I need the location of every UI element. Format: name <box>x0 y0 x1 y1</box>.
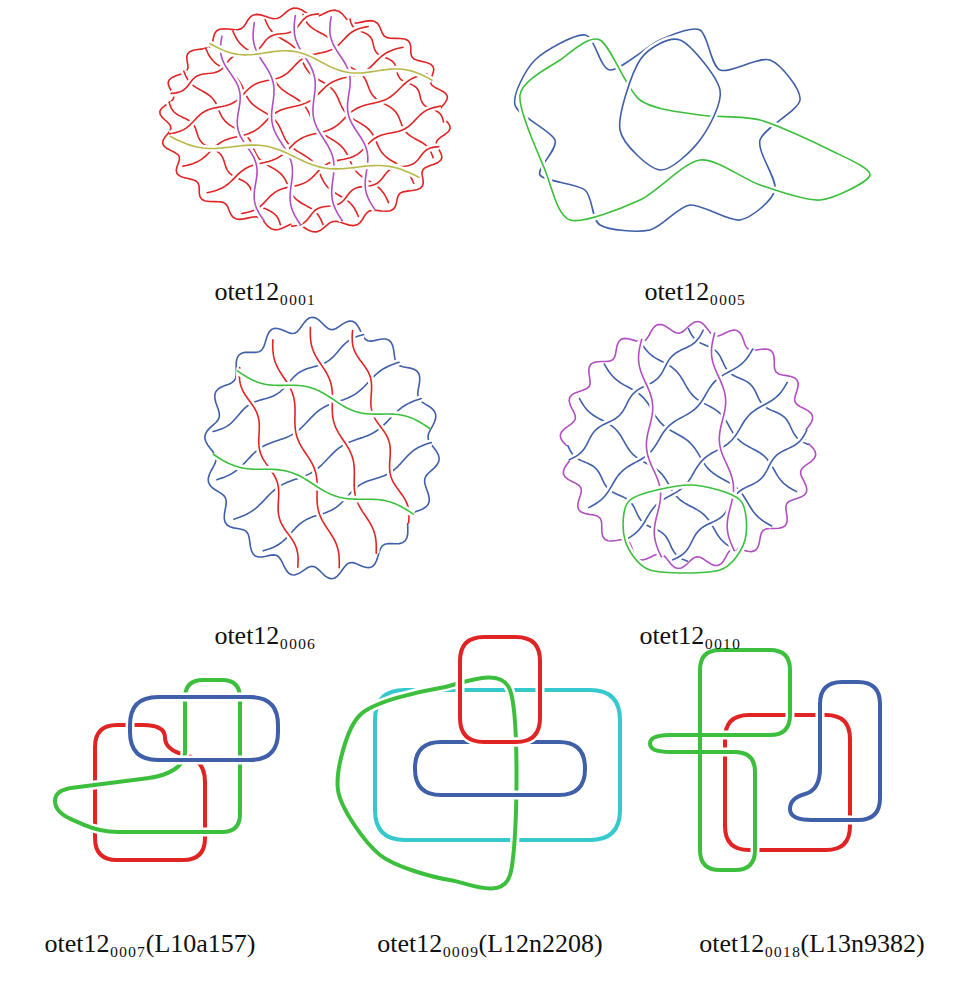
strand-gap <box>711 333 734 551</box>
strand-gap <box>205 317 439 579</box>
link-strand <box>160 8 450 232</box>
link-strand <box>415 742 585 795</box>
strand-gap <box>639 339 662 557</box>
strand-gap <box>210 44 432 80</box>
strand-gap <box>294 15 342 220</box>
link-strand <box>210 44 432 80</box>
link-figure <box>205 317 439 579</box>
link-strand <box>237 371 429 429</box>
link-strand <box>220 36 264 220</box>
link-figure <box>515 29 870 231</box>
link-strand <box>560 321 815 568</box>
link-strand <box>213 454 413 514</box>
strand-gap <box>170 137 419 178</box>
strand-gap <box>560 321 815 568</box>
link-strand <box>711 333 734 551</box>
link-strand <box>294 15 342 220</box>
link-strand <box>689 329 809 445</box>
strand-gap <box>650 650 790 870</box>
figure-caption: otet12₀₀₁₀ <box>639 620 740 651</box>
strand-gap <box>640 340 797 492</box>
figure-caption: otet12₀₀₁₈(L13n9382) <box>699 928 924 959</box>
link-strand <box>273 340 340 568</box>
link-strand <box>338 678 517 889</box>
strand-gap <box>460 637 540 742</box>
link-strand <box>205 317 439 579</box>
strand-gap <box>623 485 746 573</box>
link-figure <box>560 321 815 573</box>
strand-gap <box>338 678 517 889</box>
link-strand <box>650 650 790 870</box>
link-strand <box>620 39 721 170</box>
strand-gap <box>375 690 620 840</box>
link-strand <box>352 330 409 523</box>
figure-caption: otet12₀₀₀₅ <box>644 276 745 307</box>
strand-gap <box>790 682 880 820</box>
link-strand <box>170 137 419 178</box>
link-figure <box>160 8 450 232</box>
strand-gap <box>673 430 807 559</box>
link-figure <box>650 650 880 870</box>
figure-caption: otet12₀₀₀₇(L10a157) <box>45 928 256 959</box>
strand-gap <box>689 329 809 445</box>
strand-gap <box>237 371 429 429</box>
link-figure <box>338 637 620 888</box>
strand-gap <box>620 39 721 170</box>
strand-gap <box>273 340 340 568</box>
link-strand <box>639 339 662 557</box>
link-strand <box>623 485 746 573</box>
figure-caption: otet12₀₀₀₉(L12n2208) <box>377 928 602 959</box>
link-strand <box>330 17 376 210</box>
strand-gap <box>520 39 870 221</box>
link-strand <box>520 39 870 221</box>
link-strand <box>375 690 620 840</box>
link-strand <box>130 697 278 760</box>
strand-gap <box>352 330 409 523</box>
strand-gap <box>330 17 376 210</box>
strand-gap <box>415 742 585 795</box>
link-figure <box>55 680 278 860</box>
strand-gap <box>130 697 278 760</box>
strand-gap <box>220 36 264 220</box>
figure-caption: otet12₀₀₀₆ <box>214 620 315 651</box>
link-strand <box>460 637 540 742</box>
link-strand <box>673 430 807 559</box>
link-strand <box>640 340 797 492</box>
link-strand <box>790 682 880 820</box>
figure-caption: otet12₀₀₀₁ <box>214 276 315 307</box>
strand-gap <box>213 454 413 514</box>
strand-gap <box>160 8 450 232</box>
